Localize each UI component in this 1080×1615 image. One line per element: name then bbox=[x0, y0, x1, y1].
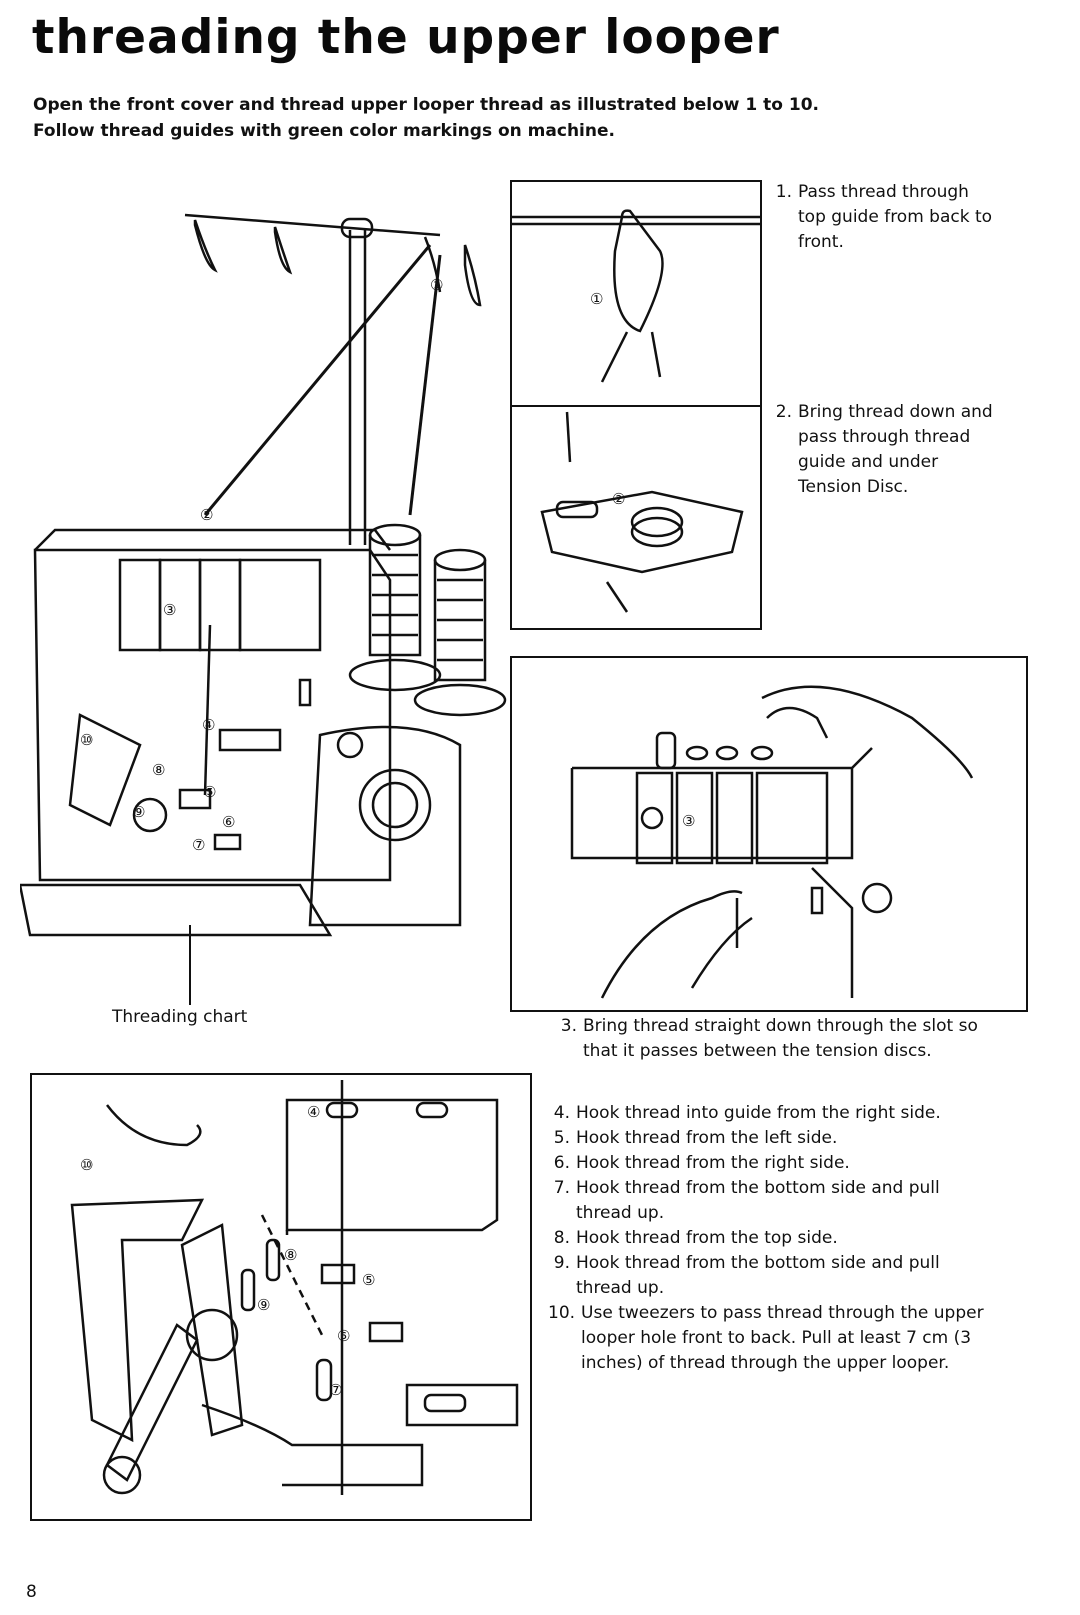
step-3-line: that it passes between the tension discs… bbox=[583, 1041, 932, 1061]
steps-4-10-text: 4. Hook thread into guide from the right… bbox=[548, 1101, 984, 1376]
guides-detail-frame: ④ ⑤ ⑥ ⑦ ⑧ ⑨ ⑩ bbox=[30, 1073, 532, 1521]
step-3-line: Bring thread straight down through the s… bbox=[583, 1016, 978, 1036]
marker-5: ⑤ bbox=[203, 783, 216, 801]
step-2-line: pass through thread bbox=[798, 427, 971, 447]
marker-1: ① bbox=[430, 276, 443, 294]
step-4-line: Hook thread into guide from the right si… bbox=[576, 1103, 941, 1123]
step-2-number: 2. bbox=[775, 402, 792, 422]
marker-10: ⑩ bbox=[80, 731, 93, 749]
step-9: 9. Hook thread from the bottom side and … bbox=[548, 1251, 984, 1301]
marker-3: ③ bbox=[163, 601, 176, 619]
step-10-line: inches) of thread through the upper loop… bbox=[581, 1353, 950, 1373]
frame3-marker-3: ③ bbox=[682, 812, 695, 830]
detail-marker-9: ⑨ bbox=[257, 1296, 270, 1314]
page-title: threading the upper looper bbox=[32, 10, 780, 65]
intro-text: Open the front cover and thread upper lo… bbox=[33, 92, 819, 144]
guides-detail-drawing: ④ ⑤ ⑥ ⑦ ⑧ ⑨ ⑩ bbox=[70, 1080, 519, 1495]
marker-7: ⑦ bbox=[192, 836, 205, 854]
step-9-line: Hook thread from the bottom side and pul… bbox=[576, 1253, 940, 1273]
step-2-line: Bring thread down and bbox=[798, 402, 993, 422]
step-1-line: top guide from back to bbox=[798, 207, 993, 227]
step-8: 8. Hook thread from the top side. bbox=[548, 1226, 984, 1251]
step-9-number: 9. bbox=[553, 1253, 570, 1273]
step-2-line: Tension Disc. bbox=[798, 477, 909, 497]
step-7-line: Hook thread from the bottom side and pul… bbox=[576, 1178, 940, 1198]
marker-4: ④ bbox=[202, 716, 215, 734]
detail-marker-10: ⑩ bbox=[80, 1156, 93, 1174]
step-3: 3. Bring thread straight down through th… bbox=[555, 1014, 978, 1064]
frame-marker-1: ① bbox=[590, 290, 603, 308]
step1-2-drawing: ① ② bbox=[512, 209, 760, 613]
step-6-line: Hook thread from the right side. bbox=[576, 1153, 850, 1173]
intro-line-2: Follow thread guides with green color ma… bbox=[33, 121, 615, 141]
step-1: 1. Pass thread through top guide from ba… bbox=[770, 180, 993, 255]
frame-marker-2: ② bbox=[612, 490, 625, 508]
detail-marker-5: ⑤ bbox=[362, 1271, 375, 1289]
step-9-line: thread up. bbox=[576, 1278, 665, 1298]
step-5: 5. Hook thread from the left side. bbox=[548, 1126, 984, 1151]
marker-6: ⑥ bbox=[222, 813, 235, 831]
step-8-line: Hook thread from the top side. bbox=[576, 1228, 838, 1248]
page-number: 8 bbox=[26, 1582, 37, 1602]
step1-2-illustration-frame: ① ② bbox=[510, 180, 762, 630]
step-10: 10. Use tweezers to pass thread through … bbox=[548, 1301, 984, 1376]
marker-8: ⑧ bbox=[152, 761, 165, 779]
machine-illustration: ① ② ③ ④ ⑤ ⑥ ⑦ ⑧ ⑨ ⑩ bbox=[20, 213, 507, 1005]
marker-2: ② bbox=[200, 506, 213, 524]
step-1-line: Pass thread through bbox=[798, 182, 969, 202]
step-4-number: 4. bbox=[553, 1103, 570, 1123]
step3-illustration-frame: ③ bbox=[510, 656, 1028, 1012]
step-6: 6. Hook thread from the right side. bbox=[548, 1151, 984, 1176]
step-10-line: Use tweezers to pass thread through the … bbox=[581, 1303, 984, 1323]
step-10-line: looper hole front to back. Pull at least… bbox=[581, 1328, 972, 1348]
step-8-number: 8. bbox=[553, 1228, 570, 1248]
step-2-line: guide and under bbox=[798, 452, 939, 472]
marker-9: ⑨ bbox=[132, 803, 145, 821]
detail-marker-7: ⑦ bbox=[329, 1381, 342, 1399]
step-2: 2. Bring thread down and pass through th… bbox=[770, 400, 993, 500]
step-1-number: 1. bbox=[775, 182, 792, 202]
steps-1-2-text: 1. Pass thread through top guide from ba… bbox=[770, 180, 993, 500]
step-4: 4. Hook thread into guide from the right… bbox=[548, 1101, 984, 1126]
step-5-line: Hook thread from the left side. bbox=[576, 1128, 838, 1148]
step-5-number: 5. bbox=[553, 1128, 570, 1148]
threading-chart-caption: Threading chart bbox=[112, 1007, 248, 1027]
step3-drawing: ③ bbox=[570, 685, 974, 999]
step-10-number: 10. bbox=[548, 1303, 576, 1323]
step-7: 7. Hook thread from the bottom side and … bbox=[548, 1176, 984, 1226]
step-7-number: 7. bbox=[553, 1178, 570, 1198]
detail-marker-4: ④ bbox=[307, 1103, 320, 1121]
step-1-line: front. bbox=[798, 232, 844, 252]
step-3-number: 3. bbox=[560, 1016, 577, 1036]
step-6-number: 6. bbox=[553, 1153, 570, 1173]
detail-marker-8: ⑧ bbox=[284, 1246, 297, 1264]
step-7-line: thread up. bbox=[576, 1203, 665, 1223]
detail-marker-6: ⑥ bbox=[337, 1327, 350, 1345]
intro-line-1: Open the front cover and thread upper lo… bbox=[33, 95, 820, 115]
